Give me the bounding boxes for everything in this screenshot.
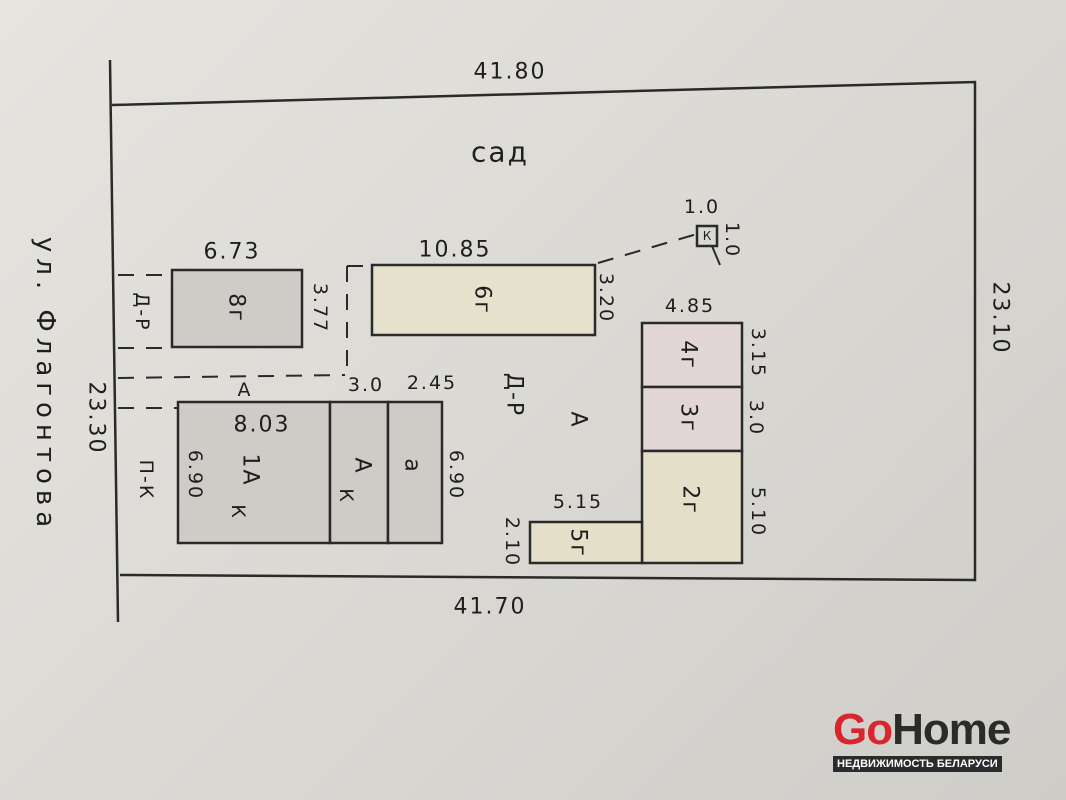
boundary-top: 41.80	[473, 59, 547, 85]
building-3g	[640, 385, 744, 453]
dim-3g-depth: 3.0	[745, 399, 767, 437]
dim-gap1: 3.0	[347, 374, 385, 396]
label-dr-left: Д-Р	[131, 292, 153, 332]
well-icon	[695, 224, 719, 248]
dim-1a-depth: 6.90	[184, 449, 206, 501]
logo-go: Go	[833, 705, 893, 754]
dim-a-depth: 6.90	[445, 449, 467, 501]
label-ak-sub: К	[335, 488, 357, 504]
dim-well-width: 1.0	[683, 196, 721, 218]
logo-tagline: НЕДВИЖИМОСТЬ БЕЛАРУСИ	[833, 756, 1002, 772]
label-a-path: А	[237, 379, 253, 401]
building-a	[386, 400, 444, 545]
building-5g	[528, 520, 644, 565]
label-a-center: А	[565, 411, 591, 429]
dim-5g-width: 5.15	[552, 491, 604, 513]
dim-8g-depth: 3.77	[309, 282, 331, 334]
boundary-bottom: 41.70	[453, 594, 527, 620]
label-ak: А	[349, 457, 375, 475]
dim-well-depth: 1.0	[721, 221, 743, 259]
logo-home: Home	[892, 705, 1011, 754]
label-1a: 1А	[237, 453, 263, 487]
dim-4g-depth: 3.15	[747, 327, 769, 379]
label-pk: П-К	[135, 459, 157, 501]
dim-6g-depth: 3.20	[595, 272, 617, 324]
label-3g: 3г	[675, 403, 701, 433]
label-2g: 2г	[677, 485, 703, 515]
boundary-left: 23.30	[83, 381, 109, 455]
street-line	[108, 59, 120, 623]
label-8g: 8г	[223, 293, 249, 323]
building-4g	[640, 321, 744, 389]
building-6g	[370, 263, 597, 337]
garden-label: сад	[471, 135, 529, 169]
dim-4g-width: 4.85	[664, 295, 716, 317]
building-8g	[170, 268, 304, 349]
dim-1a-width: 8.03	[233, 412, 291, 438]
boundary-right: 23.10	[987, 281, 1013, 355]
gohome-watermark: GoHome НЕДВИЖИМОСТЬ БЕЛАРУСИ	[833, 708, 1021, 772]
dim-6g-width: 10.85	[418, 237, 492, 263]
plot-boundary	[111, 80, 977, 582]
label-a: а	[399, 458, 425, 474]
label-5g: 5г	[565, 528, 591, 558]
street-name: ул. Флагонтова	[30, 236, 60, 534]
dim-5g-depth: 2.10	[501, 516, 523, 568]
building-2g	[640, 449, 744, 565]
driveway-dashes	[117, 233, 721, 409]
label-dr-center: Д-Р	[501, 372, 527, 418]
dim-gap2: 2.45	[406, 372, 458, 394]
label-6g: 6г	[469, 285, 495, 315]
dim-8g-width: 6.73	[203, 239, 261, 265]
label-1a-sub: К	[227, 504, 249, 520]
label-well: К	[702, 229, 712, 243]
label-4g: 4г	[675, 340, 701, 370]
dim-2g-depth: 5.10	[747, 486, 769, 538]
